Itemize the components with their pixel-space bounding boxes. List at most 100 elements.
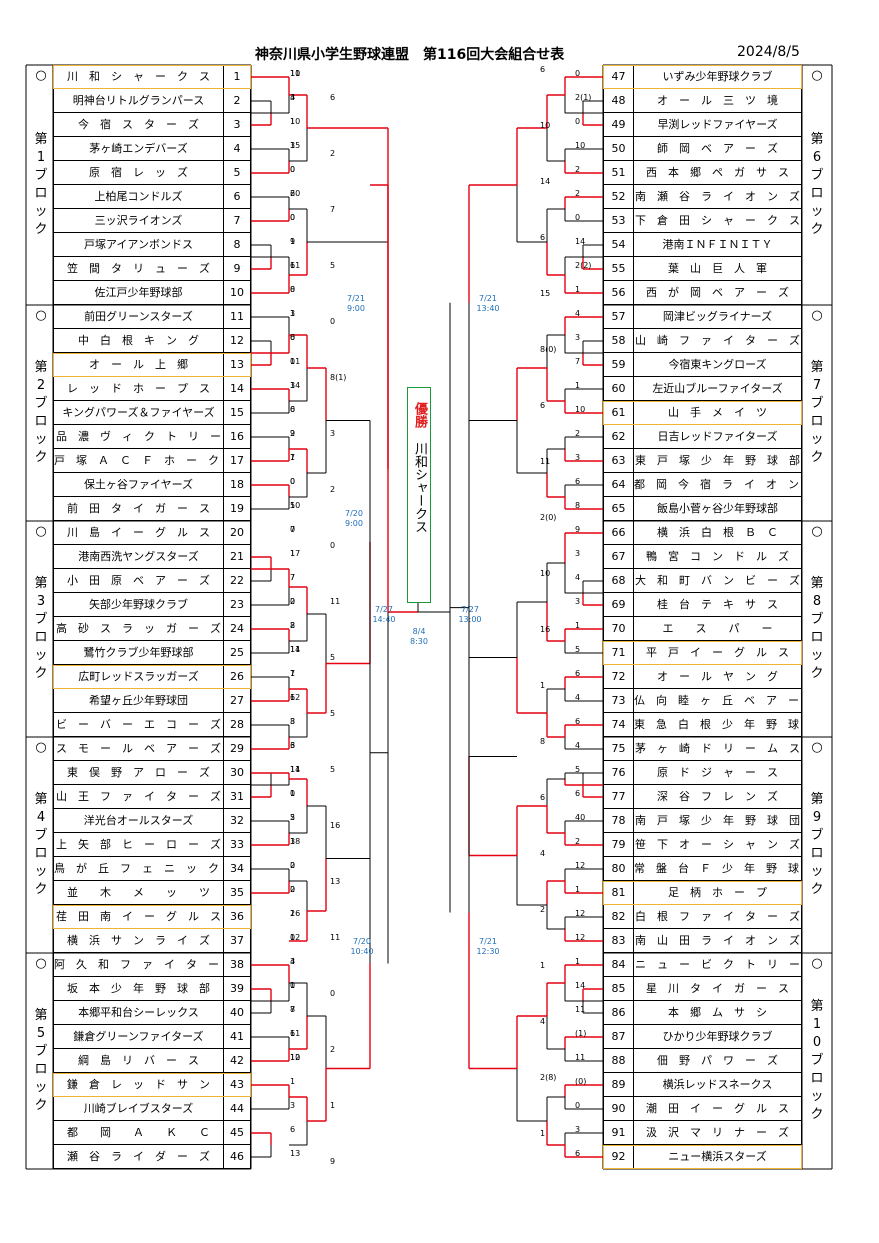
match-score: 2 [290,429,296,438]
team-name: 葉 山 巨 人 軍 [633,257,802,281]
team-name: 鳥 が 丘 フ ェ ニ ッ ク ス [53,857,223,881]
match-score: 6 [290,1029,296,1038]
team-number: 27 [223,689,251,713]
team-number: 45 [223,1121,251,1145]
team-number: 20 [223,521,251,545]
team-name: 桂 台 テ キ サ ス [633,593,802,617]
match-score: 11 [540,457,551,466]
match-score: 8 [290,285,296,294]
team-number: 47 [603,65,633,89]
team-name: 原 宿 レ ッ ズ [53,161,223,185]
match-score: 3 [575,549,581,558]
team-name: 横 浜 白 根 Ｂ Ｃ [633,521,802,545]
match-score: 6 [290,693,296,702]
match-score: 3 [290,837,296,846]
match-score: 7 [290,573,296,582]
match-score: 8 [290,1005,296,1014]
team-number: 53 [603,209,633,233]
team-name: 瀬 谷 ラ イ ダ ー ズ [53,1145,223,1169]
block-circle: ○ [811,740,823,755]
team-number: 87 [603,1025,633,1049]
match-score: 11 [290,765,301,774]
match-score: 3 [330,429,336,438]
team-number: 51 [603,161,633,185]
team-number: 29 [223,737,251,761]
team-name: 小 田 原 ベ ア ー ズ [53,569,223,593]
team-name: ニュー横浜スターズ [633,1145,802,1169]
match-score: 5 [330,709,336,718]
match-score: 2 [575,837,581,846]
team-number: 4 [223,137,251,161]
team-name: 戸 塚 Ａ Ｃ Ｆ ホ ー ク ス [53,449,223,473]
block-circle: ○ [811,68,823,83]
match-score: 0 [290,525,296,534]
team-number: 59 [603,353,633,377]
match-score: 6 [575,717,581,726]
team-name: 早渕レッドファイヤーズ [633,113,802,137]
team-number: 72 [603,665,633,689]
match-score: 11 [290,261,301,270]
match-score: 3 [575,597,581,606]
team-number: 73 [603,689,633,713]
match-score: 6 [575,789,581,798]
team-number: 9 [223,257,251,281]
match-score: 3 [575,453,581,462]
match-score: 7 [290,669,296,678]
match-score: 11 [290,1029,301,1038]
block-circle: ○ [35,68,47,83]
match-score: 0 [290,285,296,294]
team-name: 今宿東キングローズ [633,353,802,377]
match-score: 0 [575,1101,581,1110]
team-number: 28 [223,713,251,737]
team-number: 70 [603,617,633,641]
match-score: 2 [540,905,546,914]
team-number: 21 [223,545,251,569]
team-number: 15 [223,401,251,425]
match-score: 2(2) [575,261,592,270]
team-name: 仏 向 睦 ヶ 丘 ベ ア ー ズ [633,689,802,713]
match-score: 0 [290,861,296,870]
match-score: 2 [330,1045,336,1054]
team-number: 31 [223,785,251,809]
match-score: 3 [575,333,581,342]
team-number: 17 [223,449,251,473]
team-number: 61 [603,401,633,425]
team-name: 師 岡 ベ ア ー ズ [633,137,802,161]
team-name: 矢部少年野球クラブ [53,593,223,617]
team-number: 8 [223,233,251,257]
team-number: 33 [223,833,251,857]
team-name: 上 矢 部 ヒ ー ロ ー ズ [53,833,223,857]
match-score: 14 [540,177,551,186]
match-score: 18 [290,837,301,846]
team-number: 30 [223,761,251,785]
match-score: 11 [290,357,301,366]
team-name: 都 岡 Ａ Ｋ Ｃ [53,1121,223,1145]
block-circle: ○ [35,308,47,323]
match-score: 12 [290,693,301,702]
team-name: レ ッ ド ホ ー プ ス [53,377,223,401]
champion-box: 優勝 川和シャークス [407,387,431,603]
match-score: 6 [290,741,296,750]
match-score: 9 [290,237,296,246]
match-score: 1 [575,381,581,390]
match-score: 14 [575,981,586,990]
block-circle: ○ [811,524,823,539]
team-number: 7 [223,209,251,233]
team-name: 西 本 郷 ペ ガ サ ス [633,161,802,185]
team-name: 東 急 白 根 少 年 野 球 部 [633,713,802,737]
final-date-time: 8:30 [410,637,428,646]
match-score: 11 [575,1053,586,1062]
match-score: 5 [290,501,296,510]
block-circle: ○ [35,740,47,755]
team-number: 36 [223,905,251,929]
team-number: 89 [603,1073,633,1097]
team-name: 平 戸 イ ー グ ル ス [633,641,802,665]
match-score: 1 [290,789,296,798]
match-score: 11 [330,933,341,942]
